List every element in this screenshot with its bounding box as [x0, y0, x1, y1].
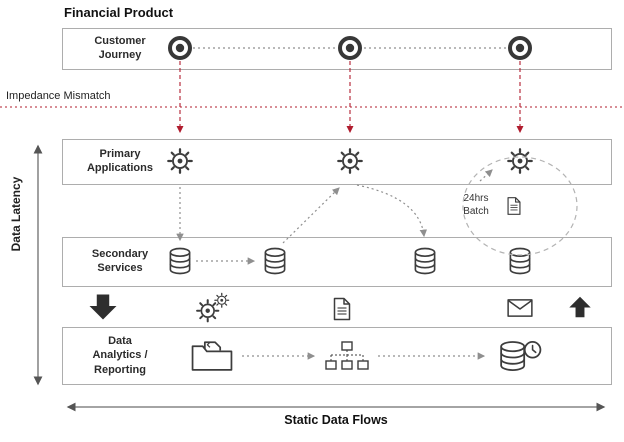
data-latency-axis-label: Data Latency [9, 176, 23, 252]
batch-document-icon [507, 197, 521, 215]
flowchart-icon [325, 341, 369, 370]
batch-cycle-label: 24hrs Batch [463, 193, 489, 217]
application-gear-icon [337, 148, 363, 174]
database-clock-icon [500, 341, 542, 371]
row-label-data-analytics: Data Analytics / Reporting [92, 335, 148, 376]
solid-up-arrow-icon [569, 296, 591, 318]
double-gears-icon [194, 292, 232, 325]
customer-touchpoint-icon [338, 36, 362, 60]
folder-icon [191, 341, 233, 371]
customer-touchpoint-icon [508, 36, 532, 60]
envelope-icon [507, 299, 533, 317]
customer-touchpoint-icon [168, 36, 192, 60]
static-data-flows-label: Static Data Flows [284, 413, 388, 427]
page-title: Financial Product [64, 5, 174, 20]
database-icon [264, 247, 286, 275]
impedance-mismatch-label: Impedance Mismatch [6, 90, 111, 102]
database-icon [414, 247, 436, 275]
row-label-primary-applications: Primary Applications [86, 148, 153, 175]
database-icon [169, 247, 191, 275]
row-label-customer-journey: Customer Journey [94, 35, 146, 62]
db-to-app-arrow [282, 187, 340, 244]
row-label-secondary-services: Secondary Services [91, 248, 149, 275]
app-to-db-arrow [356, 184, 428, 238]
document-icon [333, 297, 351, 321]
application-gear-icon [167, 148, 193, 174]
database-icon [509, 247, 531, 275]
application-gear-icon [507, 148, 533, 174]
solid-down-arrow-icon [89, 294, 117, 320]
